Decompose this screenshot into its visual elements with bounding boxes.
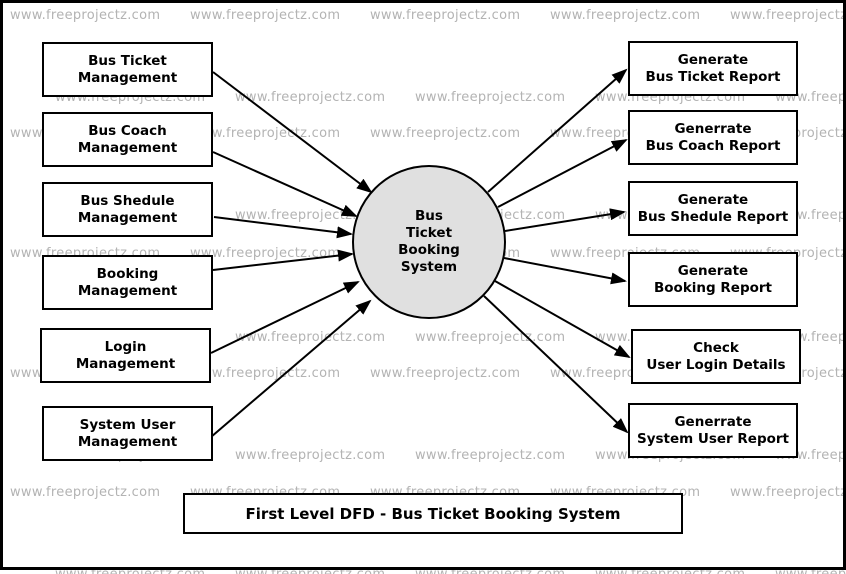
flow-bus-coach-to-process <box>212 151 358 217</box>
watermark-text: www.freeprojectz.com <box>190 126 341 141</box>
watermark-text: www.freeprojectz.com <box>10 8 161 23</box>
diagram-caption: First Level DFD - Bus Ticket Booking Sys… <box>245 504 621 523</box>
watermark-text: www.freeprojectz.com <box>370 126 521 141</box>
entity-bus-shedule-management: Bus Shedule Management <box>42 182 213 237</box>
watermark-text: www.freeprojectz.com <box>55 567 205 574</box>
flow-process-to-system-user-report <box>483 295 629 434</box>
watermark-text: www.freeprojectz.com <box>10 485 161 500</box>
flow-bus-shedule-to-process <box>213 216 353 239</box>
watermark-text: www.freeprojectz.com <box>415 448 566 463</box>
watermark-text: www.freeprojectz.com <box>595 567 745 574</box>
entity-check-user-login-details: Check User Login Details <box>631 329 801 384</box>
watermark-text: www.freeprojectz.com <box>190 246 341 261</box>
entity-generate-booking-report: Generate Booking Report <box>628 252 798 307</box>
watermark-text: www.freeprojectz.com <box>775 567 846 574</box>
process-bus-ticket-booking-system: Bus Ticket Booking System <box>352 165 506 319</box>
watermark-text: www.freeprojectz.com <box>235 90 386 105</box>
watermark-text: www.freeprojectz.com <box>415 330 566 345</box>
entity-generrate-system-user-report: Generrate System User Report <box>628 403 798 458</box>
diagram-caption-box: First Level DFD - Bus Ticket Booking Sys… <box>183 493 683 534</box>
entity-generate-bus-ticket-report: Generate Bus Ticket Report <box>628 41 798 96</box>
watermark-text: www.freeprojectz.com <box>730 8 846 23</box>
watermark-text: www.freeprojectz.com <box>235 567 385 574</box>
watermark-text: www.freeprojectz.com <box>415 90 566 105</box>
flow-process-to-booking-report <box>503 257 627 285</box>
watermark-text: www.freeprojectz.com <box>190 8 341 23</box>
flow-bus-ticket-to-process <box>212 71 373 194</box>
flow-login-to-process <box>210 281 360 354</box>
flow-process-to-bus-coach-report <box>497 139 628 208</box>
flow-booking-to-process <box>212 249 354 271</box>
watermark-text: www.freeprojectz.com <box>235 330 386 345</box>
watermark-text: www.freeprojectz.com <box>730 485 846 500</box>
entity-bus-coach-management: Bus Coach Management <box>42 112 213 167</box>
flow-process-to-user-login-details <box>494 280 631 358</box>
flow-process-to-bus-ticket-report <box>487 68 628 193</box>
entity-system-user-management: System User Management <box>42 406 213 461</box>
entity-generate-bus-shedule-report: Generate Bus Shedule Report <box>628 181 798 236</box>
flow-system-user-to-process <box>210 299 372 438</box>
watermark-text: www.freeprojectz.com <box>235 448 386 463</box>
watermark-text: www.freeprojectz.com <box>550 8 701 23</box>
watermark-text: www.freeprojectz.com <box>190 366 341 381</box>
entity-login-management: Login Management <box>40 328 211 383</box>
entity-generrate-bus-coach-report: Generrate Bus Coach Report <box>628 110 798 165</box>
watermark-text: www.freeprojectz.com <box>370 8 521 23</box>
entity-bus-ticket-management: Bus Ticket Management <box>42 42 213 97</box>
flow-process-to-bus-shedule-report <box>504 208 626 232</box>
watermark-text: www.freeprojectz.com <box>415 567 565 574</box>
watermark-text: www.freeprojectz.com <box>370 366 521 381</box>
entity-booking-management: Booking Management <box>42 255 213 310</box>
